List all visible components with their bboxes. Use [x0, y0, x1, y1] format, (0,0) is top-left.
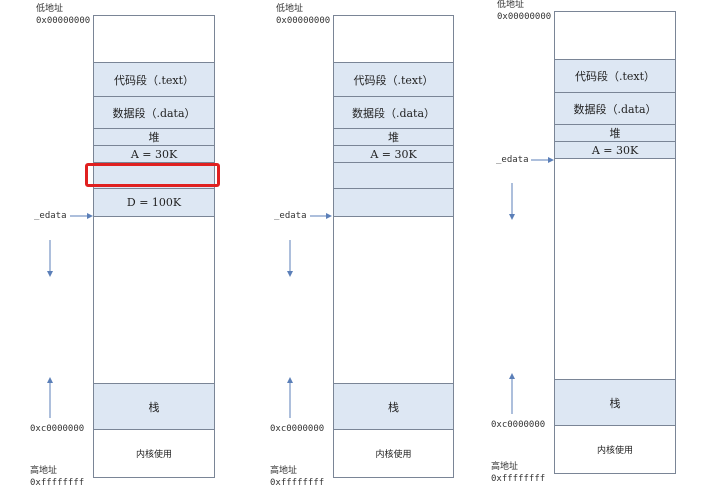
edata-label: _edata: [34, 211, 67, 221]
reserved-segment: [334, 16, 453, 63]
unmapped-area: [555, 159, 675, 380]
freed-block: [334, 163, 453, 189]
kernel-segment: 内核使用: [375, 450, 412, 460]
kernel-boundary-address: 0xc0000000: [270, 424, 325, 434]
reserved-segment: [94, 16, 214, 63]
high-address-value: 0xffffffff: [491, 474, 546, 484]
edata-label: _edata: [274, 211, 307, 221]
low-address-label: 低地址: [36, 4, 64, 14]
heap-segment: 堆: [334, 129, 453, 146]
high-address-value: 0xffffffff: [30, 478, 85, 488]
data-segment: 数据段（.data）: [334, 97, 453, 129]
high-address-label: 高地址: [270, 466, 298, 476]
heap-block-a: A = 30K: [334, 146, 453, 163]
stack-segment: 栈: [94, 384, 214, 430]
data-segment: 数据段（.data）: [555, 93, 675, 125]
kernel-segment: 内核使用: [596, 446, 633, 456]
text-segment: 代码段（.text）: [334, 63, 453, 97]
unmapped-area: [94, 217, 214, 384]
high-address-value: 0xffffffff: [270, 478, 325, 488]
low-address-label: 低地址: [497, 0, 525, 10]
low-address-value: 0x00000000: [276, 16, 331, 26]
reserved-segment: [555, 12, 675, 60]
data-segment: 数据段（.data）: [94, 97, 214, 129]
heap-block-d: D = 100K: [94, 189, 214, 217]
edata-label: _edata: [496, 155, 529, 165]
low-address-value: 0x00000000: [497, 12, 552, 22]
memory-layout-diagram-3: 低地址 0x00000000 _edata 0xc0000000 高地址 0xf…: [491, 0, 676, 484]
text-segment: 代码段（.text）: [94, 63, 214, 97]
highlight-rectangle: [85, 163, 220, 187]
high-address-label: 高地址: [30, 466, 58, 476]
low-address-value: 0x00000000: [36, 16, 91, 26]
kernel-boundary-address: 0xc0000000: [30, 424, 85, 434]
kernel-segment: 内核使用: [135, 450, 172, 460]
heap-block-a: A = 30K: [94, 146, 214, 163]
stack-segment: 栈: [334, 384, 453, 430]
heap-segment: 堆: [94, 129, 214, 146]
address-space-box: 代码段（.text） 数据段（.data） 堆 A = 30K 栈 内核使用: [554, 11, 676, 474]
high-address-label: 高地址: [491, 462, 519, 472]
address-space-box: 代码段（.text） 数据段（.data） 堆 A = 30K 栈 内核使用: [333, 15, 454, 478]
heap-segment: 堆: [555, 125, 675, 142]
freed-block: [334, 189, 453, 217]
address-space-box: 代码段（.text） 数据段（.data） 堆 A = 30K D = 100K…: [93, 15, 215, 478]
memory-layout-diagram-2: 低地址 0x00000000 _edata 0xc0000000 高地址 0xf…: [270, 4, 454, 488]
memory-layout-diagram-1: 低地址 0x00000000 _edata 0xc0000000 高地址 0xf…: [0, 0, 230, 490]
unmapped-area: [334, 217, 453, 384]
low-address-label: 低地址: [276, 4, 304, 14]
text-segment: 代码段（.text）: [555, 60, 675, 93]
kernel-boundary-address: 0xc0000000: [491, 420, 546, 430]
stack-segment: 栈: [555, 380, 675, 426]
heap-block-a: A = 30K: [555, 142, 675, 159]
